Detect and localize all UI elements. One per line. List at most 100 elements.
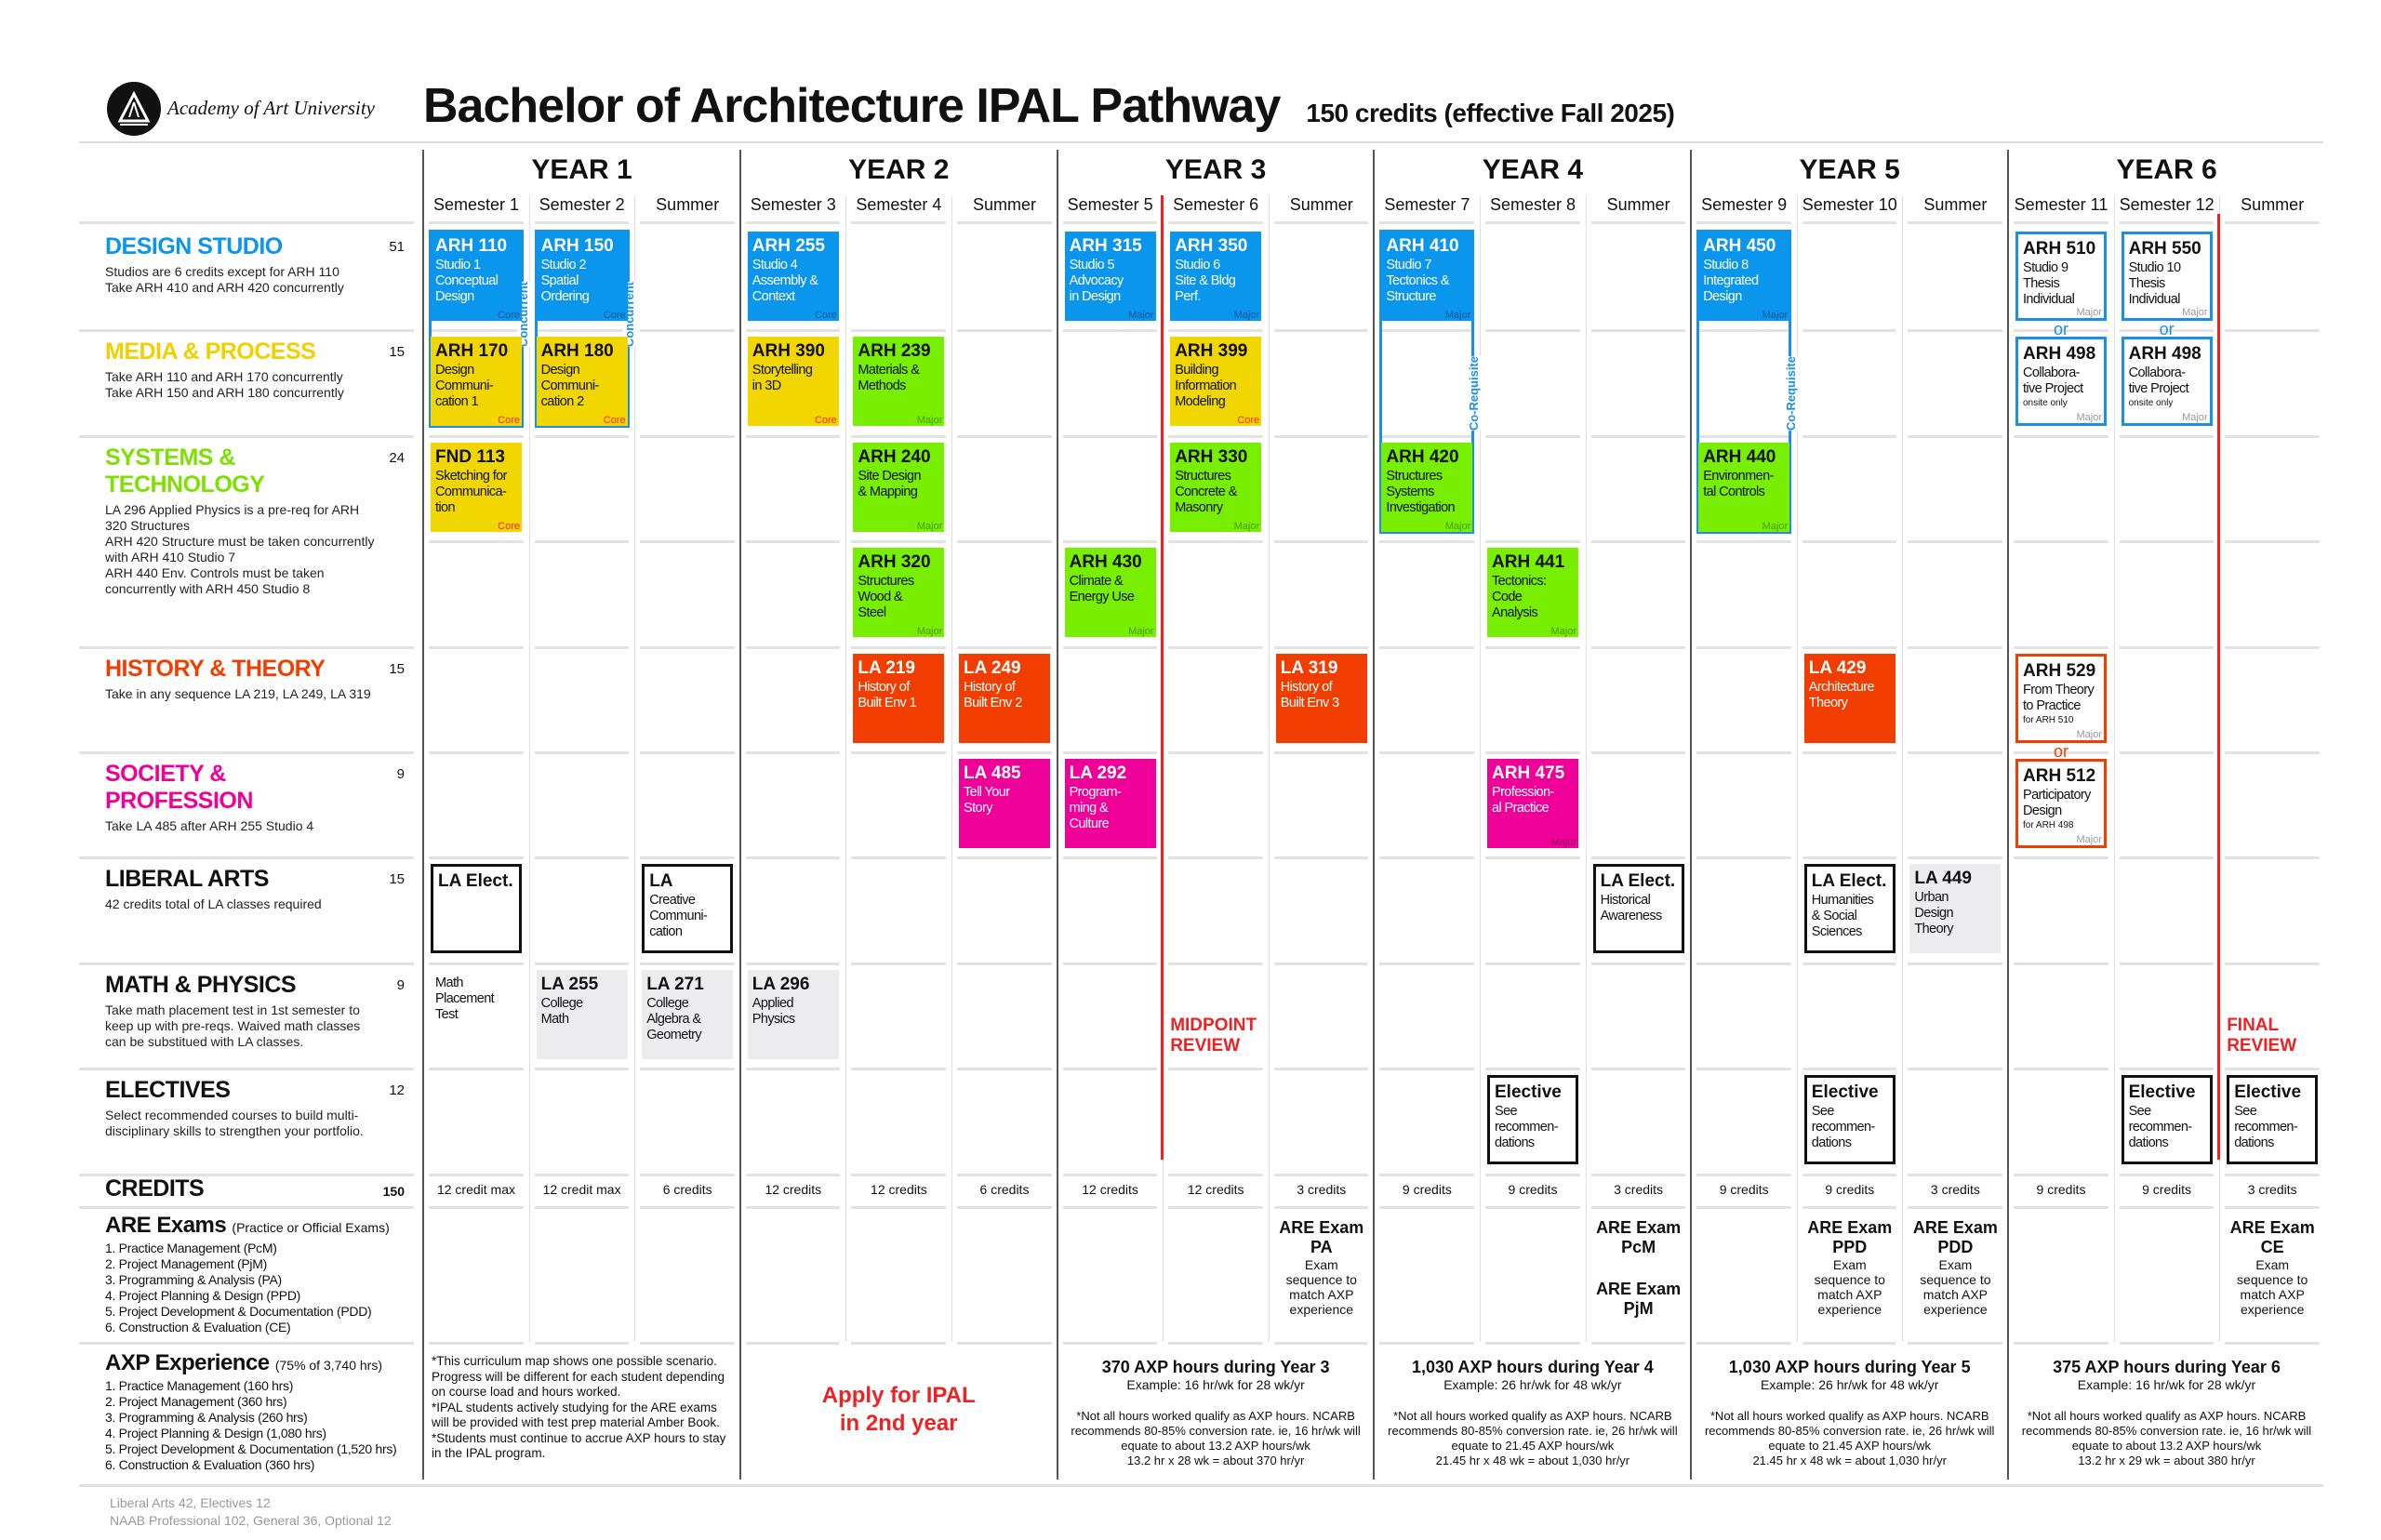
row-divider	[2225, 751, 2320, 754]
course-code: ARH 150	[540, 236, 614, 256]
row-divider	[1273, 1173, 1369, 1176]
axp-list-item: 1. Practice Management (160 hrs)	[105, 1378, 294, 1393]
row-divider	[1590, 434, 1686, 438]
row-divider	[1802, 221, 1897, 224]
row-divider	[640, 856, 735, 860]
course-card[interactable]: LA Elect.	[431, 864, 522, 954]
are-legend: ARE Exams (Practice or Official Exams)1.…	[105, 1213, 418, 1335]
row-divider	[1273, 221, 1369, 224]
row-divider	[957, 1342, 1052, 1345]
term-credits: 12 credit max	[542, 1182, 621, 1197]
bottom-divider	[79, 1484, 2323, 1487]
column-divider	[634, 195, 636, 1342]
row-divider	[1908, 221, 2002, 224]
course-title: See recommen- dations	[1495, 1104, 1559, 1151]
course-card[interactable]: LA Elect.Historical Awareness	[1592, 864, 1684, 954]
row-divider	[1485, 1342, 1580, 1345]
course-title: Studio 8 Integrated Design	[1703, 258, 1759, 304]
category-title: MATH & PHYSICS	[105, 971, 297, 998]
axp-year-example: Example: 16 hr/wk for 28 wk/yr	[2077, 1377, 2256, 1392]
term-header: Summer	[1923, 195, 1988, 214]
course-card[interactable]: LA Elect.Humanities & Social Sciences	[1803, 864, 1895, 954]
row-divider	[1590, 962, 1686, 965]
page-subtitle: 150 credits (effective Fall 2025)	[1306, 99, 1675, 127]
category-title: SOCIETY & PROFESSION	[105, 761, 253, 814]
row-divider	[534, 856, 630, 860]
row-divider	[1590, 645, 1686, 649]
course-code: ARH 430	[1069, 552, 1142, 573]
row-divider	[1168, 962, 1263, 965]
course-title: Collabora- tive Project	[2023, 365, 2083, 397]
row-divider	[851, 1068, 946, 1071]
course-code: ARH 350	[1175, 236, 1248, 256]
row-divider	[640, 1342, 735, 1345]
course-code: ARH 450	[1703, 236, 1776, 256]
course-title: Site Design & Mapping	[858, 468, 921, 499]
course-card[interactable]: Math Placement Test	[431, 970, 522, 1059]
footer-note: Liberal Arts 42, Electives 12	[110, 1495, 271, 1510]
row-divider	[745, 856, 841, 860]
or-label: or	[2159, 320, 2175, 339]
row-divider	[1802, 1068, 1897, 1071]
course-code: LA 449	[1914, 869, 1972, 889]
are-exam-note: Exam sequence to match AXP experience	[1920, 1257, 1991, 1317]
row-divider	[1696, 540, 1791, 544]
row-divider	[1802, 962, 1897, 965]
row-divider	[1168, 1206, 1263, 1209]
row-divider	[1062, 540, 1158, 544]
row-divider	[2014, 1173, 2108, 1176]
course-code: ARH 410	[1386, 236, 1459, 256]
credits-label: CREDITS	[105, 1175, 205, 1201]
row-divider	[851, 329, 946, 333]
row-divider	[1273, 434, 1369, 438]
row-divider	[1590, 856, 1686, 860]
row-divider	[1908, 856, 2002, 860]
row-divider	[429, 1068, 524, 1071]
row-divider	[957, 856, 1052, 860]
course-title: Humanities & Social Sciences	[1811, 893, 1874, 940]
